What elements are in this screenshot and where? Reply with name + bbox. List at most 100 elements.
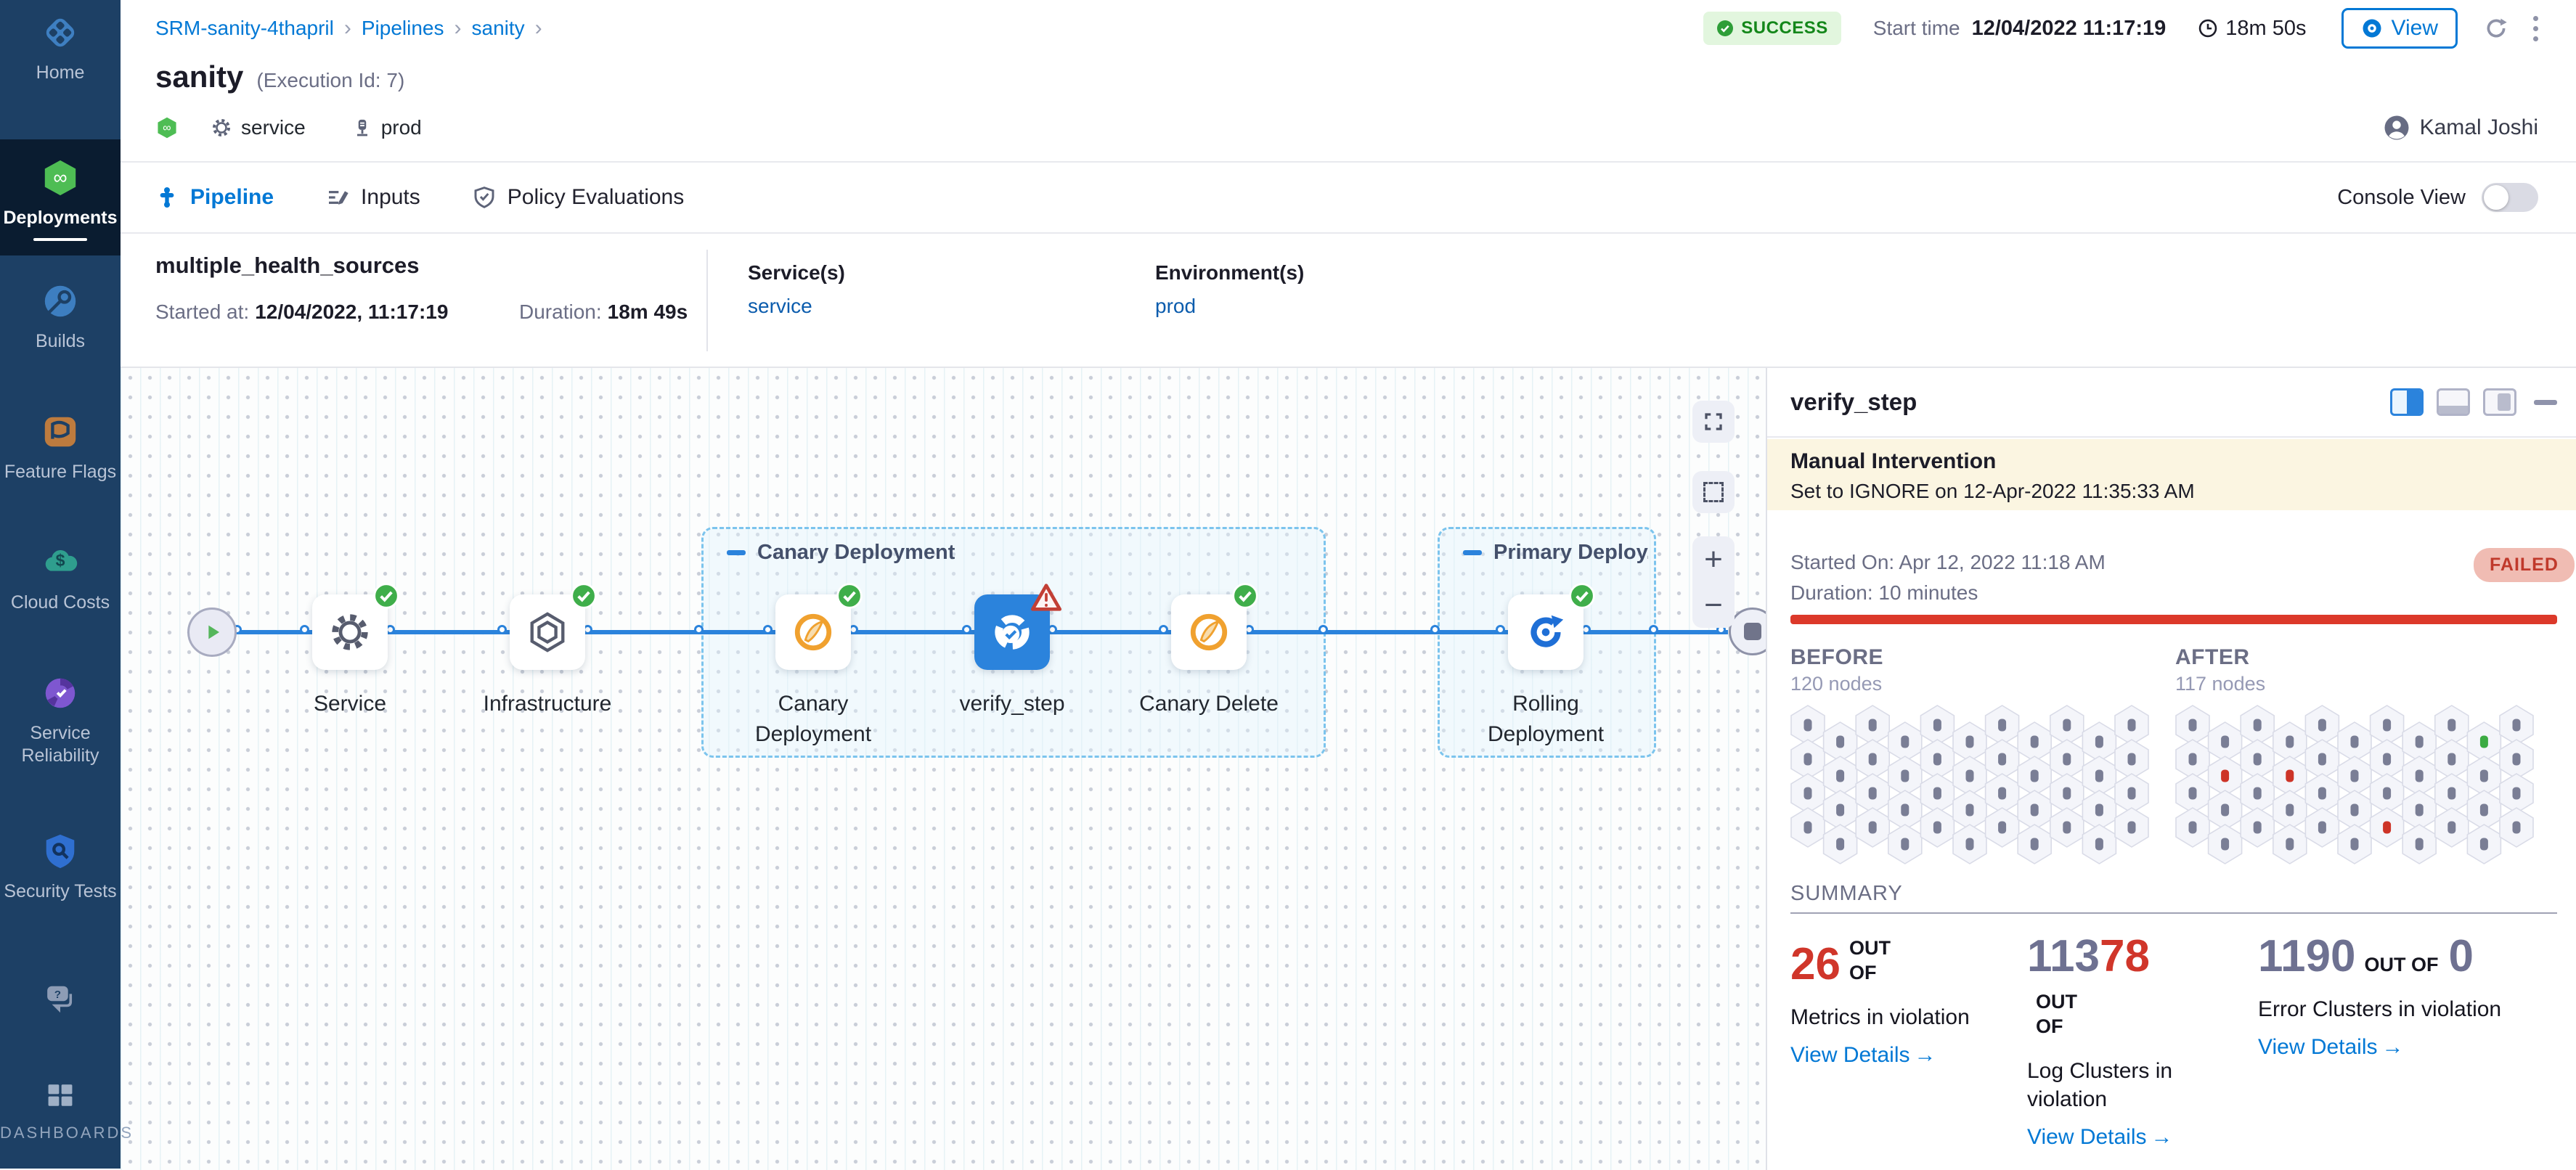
failure-progress-bar xyxy=(1790,615,2557,624)
breadcrumb: SRM-sanity-4thapril›Pipelines›sanity› xyxy=(155,16,544,41)
success-check-icon xyxy=(1716,20,1734,37)
service-link[interactable]: service xyxy=(748,295,812,317)
pipeline-node-canary-delete[interactable] xyxy=(1171,583,1258,670)
sidebar-item-label: DASHBOARDS xyxy=(0,1124,134,1142)
step-started: Started On: Apr 12, 2022 11:18 AM xyxy=(1790,551,2106,573)
sidebar-item-home[interactable]: Home xyxy=(0,13,121,84)
home-icon xyxy=(0,13,121,56)
run-name: multiple_health_sources xyxy=(155,253,420,278)
success-badge-icon xyxy=(571,583,597,613)
pipeline-logo: ∞ xyxy=(155,116,179,139)
collapse-stage-icon[interactable] xyxy=(727,550,746,555)
environment-link[interactable]: prod xyxy=(1155,295,1197,317)
refresh-icon[interactable] xyxy=(2484,16,2508,41)
sidebar-item-dashboards[interactable]: DASHBOARDS xyxy=(0,1079,134,1144)
pipeline-node-canary-deployment[interactable] xyxy=(775,583,863,670)
node-label-service: Service xyxy=(313,692,387,716)
stop-icon xyxy=(1744,623,1761,640)
node-label-infrastructure: Infrastructure xyxy=(483,692,612,716)
before-label: BEFORE xyxy=(1790,645,1884,669)
user-name: Kamal Joshi xyxy=(2419,115,2538,139)
summary-number: 26 xyxy=(1790,939,1841,989)
bottom-view-icon[interactable] xyxy=(2437,388,2470,416)
after-count: 117 nodes xyxy=(2175,673,2266,695)
step-duration: Duration: 10 minutes xyxy=(1790,581,1978,604)
console-view-wrap: Console View xyxy=(2337,183,2538,212)
more-menu-icon[interactable] xyxy=(2530,13,2541,44)
pipeline-node-infrastructure[interactable] xyxy=(510,583,597,670)
top-bar: SRM-sanity-4thapril›Pipelines›sanity› SU… xyxy=(121,0,2576,57)
zoom-in-button[interactable]: + xyxy=(1704,541,1723,577)
environment-tag-label: prod xyxy=(380,116,422,139)
breadcrumb-link[interactable]: SRM-sanity-4thapril xyxy=(155,17,334,39)
divider xyxy=(706,250,708,351)
floating-view-icon[interactable] xyxy=(2483,388,2516,416)
collapse-stage-icon[interactable] xyxy=(1463,550,1482,555)
run-duration: Duration:18m 49s xyxy=(519,300,688,323)
selection-tool-button[interactable] xyxy=(1692,471,1735,513)
pipeline-node-service[interactable] xyxy=(312,583,399,670)
minimize-icon[interactable] xyxy=(2534,399,2557,405)
view-button[interactable]: View xyxy=(2341,8,2458,49)
play-icon xyxy=(197,618,227,647)
tab-label: Policy Evaluations xyxy=(507,185,685,209)
success-badge-icon xyxy=(1232,583,1258,613)
pipeline-node-verify-step[interactable] xyxy=(974,584,1061,670)
pipeline-canvas[interactable]: + − Canary Deployment Primary Deploy... Se… xyxy=(121,368,1766,1170)
sidebar-item-label: Deployments xyxy=(3,208,118,228)
sidebar-item-security-tests[interactable]: Security Tests xyxy=(0,832,121,903)
panel-layout-controls xyxy=(2390,388,2557,416)
services-header: Service(s) xyxy=(748,261,845,284)
zoom-controls: + − xyxy=(1692,536,1735,628)
summary-label: SUMMARY xyxy=(1790,882,1903,905)
breadcrumb-link[interactable]: Pipelines xyxy=(361,17,444,39)
infrastructure-icon xyxy=(526,611,568,653)
stage-group-label: Primary Deploy... xyxy=(1463,541,1648,565)
view-details-link[interactable]: View Details→ xyxy=(1790,1043,1936,1067)
console-view-toggle[interactable] xyxy=(2482,183,2538,212)
before-count: 120 nodes xyxy=(1790,673,1883,695)
pipeline-node-rolling-deployment[interactable] xyxy=(1508,583,1595,670)
breadcrumb-link[interactable]: sanity xyxy=(471,17,525,39)
run-started: Started at:12/04/2022, 11:17:19 xyxy=(155,300,449,323)
sidebar-item-feature-flags[interactable]: Feature Flags xyxy=(0,412,121,483)
tab-pipeline[interactable]: Pipeline xyxy=(155,185,274,210)
svg-text:∞: ∞ xyxy=(163,122,171,134)
split-right-view-icon[interactable] xyxy=(2390,388,2424,416)
tab-policy-evaluations[interactable]: Policy Evaluations xyxy=(473,185,684,210)
connector-port xyxy=(694,625,704,634)
sidebar-item-service-reliability[interactable]: Service Reliability xyxy=(0,674,121,767)
service-tag[interactable]: service xyxy=(211,116,306,139)
zoom-out-button[interactable]: − xyxy=(1704,586,1723,623)
sidebar-item-deployments[interactable]: ∞Deployments xyxy=(0,139,121,255)
user-chip[interactable]: Kamal Joshi xyxy=(2384,115,2538,141)
tab-label: Pipeline xyxy=(190,185,274,209)
sidebar-item-label: Builds xyxy=(35,331,86,351)
view-details-link[interactable]: View Details→ xyxy=(2027,1125,2173,1149)
service-tag-label: service xyxy=(241,116,306,139)
panel-title: verify_step xyxy=(1790,388,1917,415)
cloud-icon: $ xyxy=(0,543,121,586)
environment-tag[interactable]: prod xyxy=(352,116,422,139)
stage-group-name: Canary Deployment xyxy=(757,541,955,564)
duration-value: 18m 50s xyxy=(2225,16,2307,40)
tab-inputs[interactable]: Inputs xyxy=(326,185,420,210)
svg-text:$: $ xyxy=(56,551,65,570)
active-underline xyxy=(33,238,87,241)
sidebar-item-cloud-costs[interactable]: $Cloud Costs xyxy=(0,543,121,614)
after-node-grid xyxy=(2175,705,2534,868)
sidebar-item-builds[interactable]: Builds xyxy=(0,282,121,353)
arrow-right-icon: → xyxy=(1914,1043,1936,1067)
fullscreen-button[interactable] xyxy=(1692,401,1735,443)
canary-icon xyxy=(792,611,834,653)
sidebar-item-label: Home xyxy=(36,62,85,83)
view-details-link[interactable]: View Details→ xyxy=(2258,1035,2404,1059)
sidebar-item-help[interactable]: ? xyxy=(0,978,121,1024)
summary-number-row: 11378OUT OF xyxy=(2027,934,2225,1051)
eye-icon xyxy=(2361,17,2383,39)
